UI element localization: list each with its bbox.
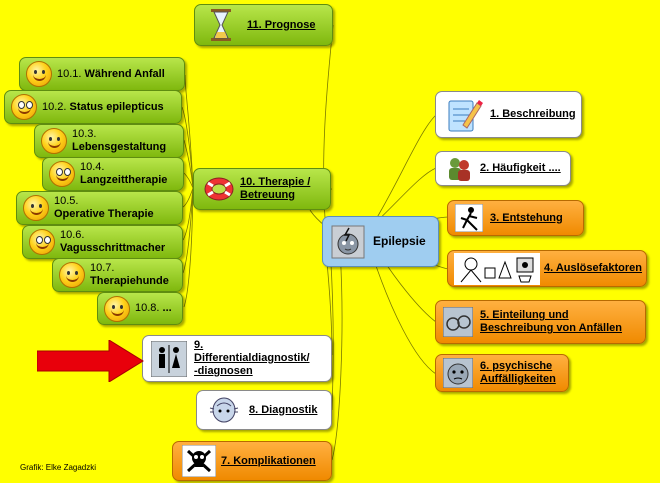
smiley-icon: [26, 61, 52, 87]
subnode-10-4[interactable]: 10.4. Langzeittherapie: [42, 157, 184, 191]
subnode-10-2-label: 10.2. Status epilepticus: [42, 101, 164, 114]
subnode-10-3-text: Lebensgestaltung: [72, 141, 167, 153]
label-psychische-line2: Auffälligkeiten: [480, 373, 556, 385]
smiley-wide-eyes-icon: [29, 229, 55, 255]
label-einteilung-wrap: 5. Einteilung und Beschreibung von Anfäl…: [480, 309, 622, 335]
subnode-10-6-label: 10.6. Vagusschrittmacher: [60, 229, 165, 255]
subnode-10-6-text: Vagusschrittmacher: [60, 242, 166, 254]
subnode-10-7-text: Therapiehunde: [90, 275, 169, 287]
subnode-10-5-num: 10.5.: [54, 195, 79, 207]
subnode-10-7-label: 10.7. Therapiehunde: [90, 262, 169, 288]
label-beschreibung: 1. Beschreibung: [490, 108, 576, 120]
subnode-10-8-label: 10.8. ...: [135, 302, 172, 315]
falling-person-icon: [454, 203, 484, 233]
subnode-10-1[interactable]: 10.1. Während Anfall: [19, 57, 185, 91]
node-differentialdiagnostik[interactable]: 9. Differentialdiagnostik/ -diagnosen: [142, 335, 332, 382]
restroom-sign-icon: [150, 340, 188, 378]
subnode-10-3-label: 10.3. Lebensgestaltung: [72, 128, 166, 154]
subnode-10-1-num: 10.1.: [57, 67, 82, 80]
subnode-10-8-text: ...: [162, 302, 172, 314]
label-therapie-line1: 10. Therapie /: [240, 176, 311, 188]
label-therapie-line2: Betreuung: [240, 189, 295, 201]
subnode-10-4-num: 10.4.: [80, 161, 105, 173]
center-label: Epilepsie: [373, 234, 426, 248]
subnode-10-7[interactable]: 10.7. Therapiehunde: [52, 258, 183, 292]
node-diagnostik[interactable]: 8. Diagnostik: [196, 390, 332, 430]
label-psychische-line1: 6. psychische: [480, 360, 553, 372]
subnode-10-1-label: 10.1. Während Anfall: [57, 68, 165, 81]
subnode-10-6[interactable]: 10.6. Vagusschrittmacher: [22, 225, 183, 259]
label-haeufigkeit: 2. Häufigkeit ....: [480, 162, 561, 174]
node-entstehung[interactable]: 3. Entstehung: [447, 200, 584, 236]
subnode-10-8[interactable]: 10.8. ...: [97, 292, 183, 325]
people-group-icon: [444, 154, 474, 184]
head-brain-icon: [207, 393, 241, 427]
node-ausloesefaktoren[interactable]: 4. Auslösefaktoren: [447, 250, 647, 287]
lifebuoy-icon: [202, 172, 236, 206]
label-differential-line3: -diagnosen: [194, 365, 253, 377]
credit-text: Grafik: Elke Zagadzki: [20, 463, 97, 472]
red-arrow-icon: [37, 340, 144, 382]
label-diagnostik: 8. Diagnostik: [249, 403, 318, 416]
subnode-10-6-num: 10.6.: [60, 229, 85, 241]
triggers-illustration-icon: [454, 252, 540, 285]
label-psychische-wrap: 6. psychische Auffälligkeiten: [480, 360, 556, 386]
label-differential-wrap: 9. Differentialdiagnostik/ -diagnosen: [194, 339, 310, 378]
label-entstehung: 3. Entstehung: [490, 211, 563, 224]
smiley-wide-eyes-icon: [49, 161, 75, 187]
smiley-wide-eyes-icon: [11, 94, 37, 120]
node-haeufigkeit[interactable]: 2. Häufigkeit ....: [435, 151, 571, 186]
node-psychische[interactable]: 6. psychische Auffälligkeiten: [435, 354, 569, 392]
label-komplikationen: 7. Komplikationen: [221, 454, 316, 467]
label-therapie-wrap: 10. Therapie / Betreuung: [240, 176, 310, 202]
head-lightning-icon: [329, 223, 367, 261]
label-ausloesefaktoren: 4. Auslösefaktoren: [544, 262, 643, 274]
subnode-10-3[interactable]: 10.3. Lebensgestaltung: [34, 124, 184, 158]
subnode-10-8-num: 10.8.: [135, 302, 160, 314]
node-einteilung[interactable]: 5. Einteilung und Beschreibung von Anfäl…: [435, 300, 646, 344]
face-icon: [442, 357, 474, 389]
subnode-10-3-num: 10.3.: [72, 128, 97, 140]
subnode-10-5[interactable]: 10.5. Operative Therapie: [16, 191, 183, 225]
subnode-10-4-label: 10.4. Langzeittherapie: [80, 161, 167, 187]
label-differential-line1: 9.: [194, 339, 204, 351]
subnode-10-4-text: Langzeittherapie: [80, 174, 168, 186]
subnode-10-2[interactable]: 10.2. Status epilepticus: [4, 90, 182, 124]
smiley-icon: [104, 295, 130, 322]
smiley-icon: [23, 195, 49, 221]
subnode-10-2-text: Status epilepticus: [69, 100, 164, 113]
center-node-epilepsie[interactable]: Epilepsie: [322, 216, 439, 267]
subnode-10-1-text: Während Anfall: [84, 67, 165, 80]
smiley-icon: [59, 262, 85, 288]
subnode-10-5-label: 10.5. Operative Therapie: [54, 195, 154, 221]
node-komplikationen[interactable]: 7. Komplikationen: [172, 441, 332, 481]
hourglass-icon: [209, 7, 233, 43]
face-profiles-icon: [442, 306, 474, 338]
label-prognose: 11. Prognose: [247, 18, 316, 31]
smiley-icon: [41, 128, 67, 154]
skull-crossbones-icon: [181, 444, 217, 478]
label-differential-line2: Differentialdiagnostik/: [194, 352, 310, 364]
notepad-pencil-icon: [442, 94, 484, 136]
subnode-10-5-text: Operative Therapie: [54, 208, 154, 220]
node-beschreibung[interactable]: 1. Beschreibung: [435, 91, 582, 138]
node-therapie[interactable]: 10. Therapie / Betreuung: [193, 168, 331, 210]
subnode-10-7-num: 10.7.: [90, 262, 115, 274]
subnode-10-2-num: 10.2.: [42, 100, 67, 113]
label-einteilung-line1: 5. Einteilung und: [480, 309, 569, 321]
node-prognose[interactable]: 11. Prognose: [194, 4, 333, 46]
label-einteilung-line2: Beschreibung von Anfällen: [480, 322, 623, 334]
